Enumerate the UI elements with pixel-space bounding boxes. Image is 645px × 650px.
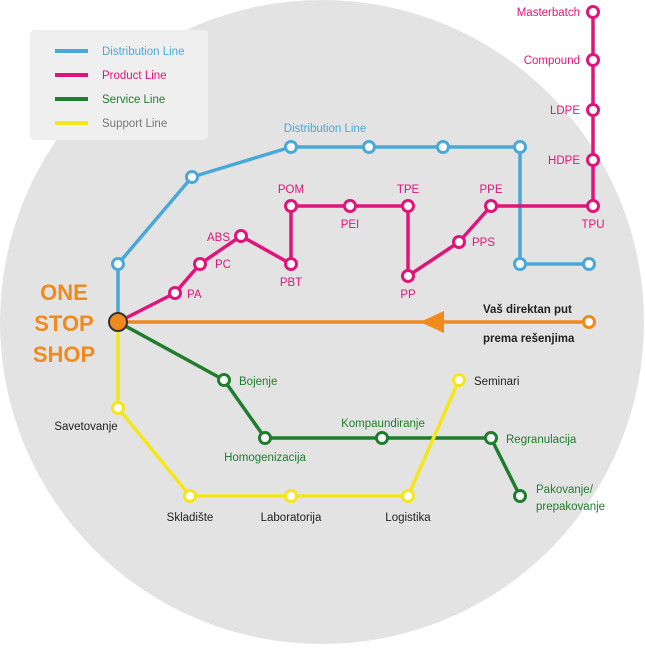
legend-box <box>30 30 208 140</box>
station-masterbatch <box>586 5 600 19</box>
distribution-station <box>582 257 596 271</box>
distribution-station <box>185 170 199 184</box>
station-regranulacija <box>484 431 498 445</box>
label-tpe: TPE <box>397 184 420 196</box>
station-pp <box>401 269 415 283</box>
label-hdpe: HDPE <box>548 155 580 167</box>
label-pa: PA <box>187 289 202 301</box>
label-masterbatch: Masterbatch <box>517 7 580 19</box>
label-pp: PP <box>400 289 416 301</box>
label-pps: PPS <box>472 237 495 249</box>
station-bojenje <box>217 373 231 387</box>
label-bojenje: Bojenje <box>239 376 277 388</box>
label-pei: PEI <box>341 219 360 231</box>
orange-arrow-head <box>420 311 444 333</box>
station-logistika <box>401 489 415 503</box>
label-pakovanje: Pakovanje/ <box>536 484 594 496</box>
legend-label-service: Service Line <box>102 94 165 106</box>
legend-label-support: Support Line <box>102 118 167 130</box>
label-homogenizacija: Homogenizacija <box>224 452 306 464</box>
support-labels: Savetovanje Skladište Laboratorija Logis… <box>54 376 519 524</box>
station-pc <box>193 257 207 271</box>
station-pom <box>284 199 298 213</box>
legend-label-distribution: Distribution Line <box>102 46 184 58</box>
label-savetovanje: Savetovanje <box>54 421 117 433</box>
distribution-station <box>513 257 527 271</box>
station-pakovanje <box>513 489 527 503</box>
legend: Distribution Line Product Line Service L… <box>30 30 208 140</box>
station-kompaundiranje <box>375 431 389 445</box>
station-hdpe <box>586 153 600 167</box>
product-stations <box>168 5 600 300</box>
station-homogenizacija <box>258 431 272 445</box>
station-pei <box>343 199 357 213</box>
label-tpu: TPU <box>582 219 605 231</box>
label-pc: PC <box>215 259 231 271</box>
label-kompaundiranje: Kompaundiranje <box>341 418 425 430</box>
product-labels: PA PC ABS PBT POM PEI TPE PP PPS PPE TPU… <box>187 7 605 301</box>
station-skladiste <box>183 489 197 503</box>
orange-label-line1: Vaš direktan put <box>483 304 572 316</box>
label-laboratorija: Laboratorija <box>261 512 322 524</box>
label-seminari: Seminari <box>474 376 519 388</box>
distribution-line-label: Distribution Line <box>284 123 366 135</box>
label-skladiste: Skladište <box>167 512 214 524</box>
label-pom: POM <box>278 184 304 196</box>
station-seminari <box>452 373 466 387</box>
station-ppe <box>484 199 498 213</box>
distribution-station <box>111 257 125 271</box>
station-abs <box>234 229 248 243</box>
label-compound: Compound <box>524 55 580 67</box>
station-ldpe <box>586 103 600 117</box>
distribution-station <box>513 140 527 154</box>
distribution-station <box>436 140 450 154</box>
label-logistika: Logistika <box>385 512 431 524</box>
hub-title-shop: SHOP <box>33 342 95 367</box>
station-tpe <box>401 199 415 213</box>
label-abs: ABS <box>207 232 230 244</box>
station-laboratorija <box>284 489 298 503</box>
distribution-station <box>362 140 376 154</box>
label-regranulacija: Regranulacija <box>506 434 577 446</box>
station-tpu <box>586 199 600 213</box>
orange-end-station <box>582 315 596 329</box>
station-compound <box>586 53 600 67</box>
service-stations <box>217 373 527 503</box>
label-ldpe: LDPE <box>550 105 580 117</box>
station-pps <box>452 235 466 249</box>
label-prepakovanje: prepakovanje <box>536 501 605 513</box>
distribution-stations <box>111 140 596 271</box>
service-labels: Bojenje Homogenizacija Kompaundiranje Re… <box>224 376 605 513</box>
orange-label-line2: prema rešenjima <box>483 333 575 345</box>
legend-label-product: Product Line <box>102 70 167 82</box>
support-stations <box>111 373 466 503</box>
station-pa <box>168 286 182 300</box>
label-pbt: PBT <box>280 277 302 289</box>
distribution-station <box>284 140 298 154</box>
hub-station <box>108 312 128 332</box>
hub-title-one: ONE <box>40 280 88 305</box>
station-savetovanje <box>111 401 125 415</box>
station-pbt <box>284 257 298 271</box>
label-ppe: PPE <box>479 184 502 196</box>
hub-title-stop: STOP <box>34 311 94 336</box>
